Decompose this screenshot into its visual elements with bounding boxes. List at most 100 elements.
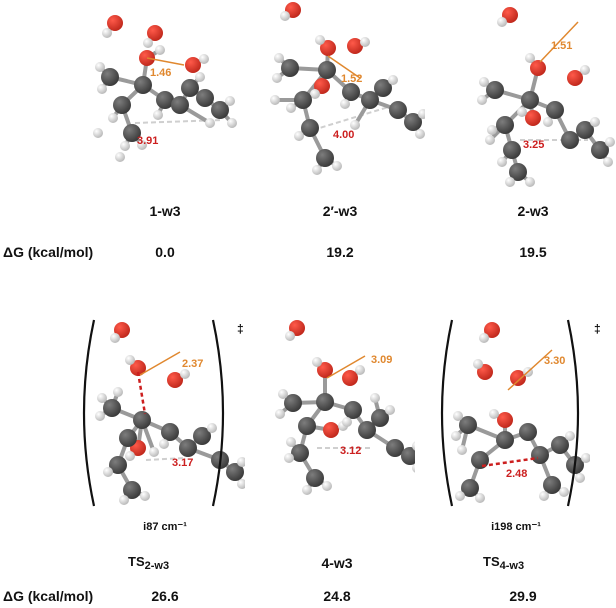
carbon-atom [543,476,561,494]
delta-g-2-w3: 19.5 [519,244,547,260]
delta-g-ts-4-w3: 29.9 [509,588,537,604]
hydrogen-atom [312,165,322,175]
oxygen-atom [510,370,526,386]
right-bracket-ts-4-w3 [566,319,580,507]
carbon-atom [316,393,334,411]
hydrogen-atom [479,333,489,343]
hydrogen-atom [237,479,245,489]
carbon-atom [134,76,152,94]
dagger-ts-4-w3: ‡ [594,322,601,336]
molecule-ts-4-w3 [451,322,590,503]
carbon-atom [281,59,299,77]
hydrogen-atom [525,177,535,187]
structure-name-2prime-w3: 2′-w3 [322,203,358,219]
distance-label-ts-2-w3-orange: 2.37 [182,358,204,370]
distance-label-ts-4-w3-red: 2.48 [506,468,528,480]
oxygen-atom [167,372,183,388]
hydrogen-atom [95,62,105,72]
hydrogen-atom [302,485,312,495]
hydrogen-atom [370,393,380,403]
carbon-atom [371,409,389,427]
molecule-ts-2-w3 [95,322,245,505]
ts-label-main: TS [483,554,500,569]
oxygen-atom [525,110,541,126]
hydrogen-atom [155,45,165,55]
carbon-atom [521,91,539,109]
hydrogen-atom [315,35,325,45]
hydrogen-atom [286,437,296,447]
carbon-atom [298,417,316,435]
oxygen-atom [185,57,201,73]
carbon-atom [193,427,211,445]
hydrogen-atom [180,369,190,379]
hydrogen-atom [517,107,527,117]
carbon-atom [179,439,197,457]
oxygen-atom [130,360,146,376]
hydrogen-atom [110,333,120,343]
carbon-atom [496,116,514,134]
distance-label-2-w3-red: 3.25 [523,139,545,151]
distance-line-orange [539,21,579,63]
carbon-atom [226,463,244,481]
oxygen-atom [484,322,500,338]
hydrogen-atom [140,491,150,501]
hydrogen-atom [475,493,485,503]
ts-label-main: TS [128,554,145,569]
delta-g-2prime-w3: 19.2 [326,244,354,260]
hydrogen-atom [412,441,415,451]
hydrogen-atom [605,137,615,147]
carbon-atom [546,101,564,119]
carbon-atom [591,141,609,159]
distance-label-1-w3-red: 3.91 [137,135,159,147]
forming-bond-line [136,371,147,415]
molecule-1-w3 [93,15,237,162]
delta-g-1-w3: 0.0 [155,244,175,260]
oxygen-atom [347,38,363,54]
dagger-ts-2-w3: ‡ [237,322,244,336]
hydrogen-atom [322,481,332,491]
carbon-atom [318,61,336,79]
carbon-atom [123,481,141,499]
carbon-atom [551,436,569,454]
structure-name-ts-4-w3: TS4-w3 [483,554,524,572]
forming-bond-line [481,456,539,468]
carbon-atom [509,163,527,181]
carbon-atom [156,91,174,109]
carbon-atom [119,429,137,447]
hydrogen-atom [278,389,288,399]
carbon-atom [374,79,392,97]
carbon-atom [459,416,477,434]
carbon-atom [344,401,362,419]
oxygen-atom [107,15,123,31]
molecule-2prime-w3 [270,2,425,175]
hydrogen-atom [388,75,398,85]
left-bracket-ts-2-w3 [82,319,96,507]
carbon-atom [342,83,360,101]
delta-g-row-label-top: ΔG (kcal/mol) [3,244,94,260]
hydrogen-atom [497,17,507,27]
hydrogen-atom [451,431,461,441]
hydrogen-atom [539,491,549,501]
distance-label-ts-4-w3-orange: 3.30 [544,355,566,367]
hydrogen-atom [207,423,217,433]
distance-line-red [145,457,186,461]
distance-line-orange [146,57,185,66]
hydrogen-atom [412,463,415,473]
right-bracket-ts-2-w3 [211,319,225,507]
structure-name-ts-2-w3: TS2-w3 [128,554,169,572]
carbon-atom [386,439,404,457]
carbon-atom [133,411,151,429]
hydrogen-atom [455,491,465,501]
oxygen-atom [567,70,583,86]
hydrogen-atom [543,117,553,127]
carbon-atom [103,399,121,417]
hydrogen-atom [274,53,284,63]
carbon-atom [358,421,376,439]
carbon-atom [316,149,334,167]
hydrogen-atom [284,453,294,463]
carbon-atom [576,121,594,139]
carbon-atom [161,423,179,441]
hydrogen-atom [559,487,569,497]
carbon-atom [291,444,309,462]
hydrogen-atom [93,128,103,138]
